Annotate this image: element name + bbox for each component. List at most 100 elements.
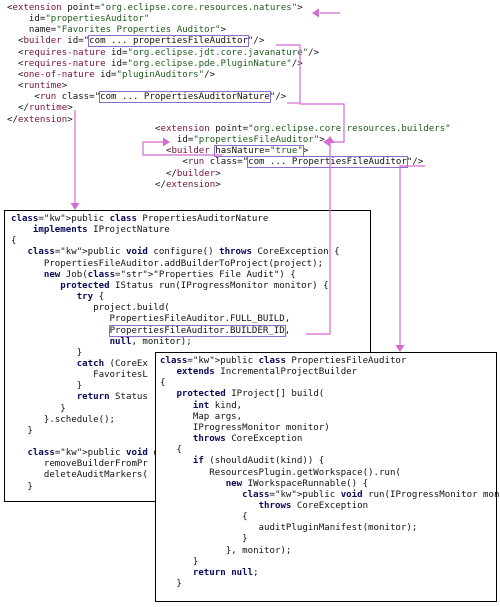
code-text: "/>: [406, 157, 424, 168]
nature-class-line: try {: [11, 292, 104, 303]
code-text: }: [160, 534, 248, 545]
nature-class-line: return Status: [11, 392, 148, 403]
code-text: PropertiesFileAuditor.addBuilderToProjec…: [11, 258, 324, 269]
auditor-class-line: }: [160, 557, 198, 568]
nature-class-line: new Job(class="str">"Properties File Aud…: [11, 270, 296, 281]
code-text: protected IStatus run(IProgressMonitor m…: [60, 280, 329, 291]
code-text: <extension point="org.eclipse.core.resou…: [155, 124, 451, 134]
xml-natures-line: <requires-nature id="org.eclipse.jdt.cor…: [7, 48, 319, 59]
code-text: name="Favorites Properties Auditor">: [7, 25, 227, 36]
highlighted-reference: com ... PropertiesFileAuditor: [247, 156, 408, 169]
code-text: new Job(class="str">"Properties File Aud…: [43, 269, 296, 280]
code-text: PropertiesFileAuditor.FULL_BUILD,: [11, 314, 291, 325]
code-text: new IWorkspaceRunnable() {: [225, 478, 369, 489]
connector-run-auditor: [399, 165, 425, 345]
code-text: catch (CoreEx: [76, 358, 148, 369]
code-text: <requires-nature id="org.eclipse.jdt.cor…: [7, 47, 320, 58]
nature-class-line: null, monitor);: [11, 337, 192, 348]
xml-natures-line: name="Favorites Properties Auditor">: [7, 25, 226, 36]
code-text: }: [11, 403, 66, 414]
code-text: {: [160, 378, 166, 389]
auditor-class-line: throws CoreException: [160, 500, 369, 512]
code-text: "/>: [247, 36, 265, 47]
xml-builders-line: id="propertiesFileAuditor">: [155, 135, 325, 146]
natures-extension-xml: <extension point="org.eclipse.core.resou…: [7, 3, 337, 133]
code-text: </builder>: [155, 168, 221, 179]
nature-class-line: project.build(: [11, 303, 170, 314]
auditor-class-line: }, monitor);: [160, 545, 292, 557]
code-text: <run class=": [7, 92, 101, 103]
code-text: class="kw">public void configure() throw…: [27, 247, 340, 258]
highlighted-reference: com ... PropertiesAuditorNature: [99, 91, 271, 104]
code-text: removeBuilderFromPr: [11, 459, 148, 470]
nature-class-line: deleteAuditMarkers(: [11, 470, 148, 481]
xml-natures-line: <requires-nature id="org.eclipse.pde.Plu…: [7, 59, 303, 70]
auditor-class-line: {: [160, 512, 248, 523]
nature-class-line: protected IStatus run(IProgressMonitor m…: [11, 280, 329, 292]
auditor-class-line: Map args,: [160, 412, 242, 423]
auditor-class-code: class="kw">public class PropertiesFileAu…: [160, 356, 500, 598]
code-text: }, monitor);: [160, 545, 292, 556]
xml-natures-line: id="propertiesAuditor": [7, 14, 149, 25]
code-text: class="kw">public void run(IProgressMoni…: [242, 489, 500, 500]
code-text: try {: [76, 292, 105, 303]
xml-builders-line: </extension>: [155, 180, 221, 191]
code-text: </extension>: [155, 179, 221, 190]
arrowhead-hasnature: [163, 137, 170, 147]
xml-natures-line: <one-of-nature id="pluginAuditors"/>: [7, 70, 215, 81]
nature-class-line: }: [11, 347, 83, 359]
xml-builders-line: <builder hasNature="true">: [155, 145, 309, 158]
xml-natures-line: </extension>: [7, 115, 73, 126]
builders-extension-xml: <extension point="org.eclipse.core.resou…: [155, 124, 495, 194]
code-text: <builder: [155, 146, 210, 157]
code-text: <requires-nature id="org.eclipse.pde.Plu…: [7, 58, 303, 69]
code-text: protected IProject[] build(: [176, 389, 325, 400]
auditor-class-line: new IWorkspaceRunnable() {: [160, 479, 368, 490]
xml-builders-line: </builder>: [155, 169, 221, 180]
code-text: }: [160, 556, 199, 567]
code-text: throws CoreException: [258, 500, 369, 511]
xml-natures-line: <extension point="org.eclipse.core.resou…: [7, 3, 303, 14]
auditor-class-line: extends IncrementalProjectBuilder: [160, 367, 357, 378]
nature-class-line: PropertiesFileAuditor.BUILDER_ID,: [11, 324, 291, 337]
auditor-class-line: }: [160, 534, 248, 545]
code-text: IProgressMonitor monitor): [160, 422, 330, 433]
nature-class-line: }.schedule();: [11, 415, 115, 426]
nature-class-line: removeBuilderFromPr: [11, 459, 148, 470]
arrowhead-run-nature: [70, 203, 80, 210]
auditor-class-line: IProgressMonitor monitor): [160, 423, 330, 434]
code-text: project.build(: [11, 303, 170, 314]
arrowhead-natures-top: [312, 8, 319, 18]
auditor-class-line: int kind,: [160, 401, 242, 412]
code-text: }: [160, 579, 182, 589]
xml-natures-line: <run class="com ... PropertiesAuditorNat…: [7, 91, 286, 104]
nature-class-line: {: [11, 236, 16, 247]
auditor-class-line: }: [160, 579, 182, 590]
nature-class-line: FavoritesL: [11, 370, 148, 381]
auditor-class-line: class="kw">public void run(IProgressMoni…: [160, 490, 500, 501]
auditor-class-line: throws CoreException: [160, 434, 303, 445]
auditor-class-code-box: class="kw">public class PropertiesFileAu…: [155, 352, 500, 602]
code-text: }.schedule();: [11, 414, 116, 425]
arrowhead-run-auditor: [395, 345, 405, 352]
code-text: id="propertiesFileAuditor">: [155, 135, 325, 146]
code-text: ,: [284, 325, 291, 336]
nature-class-line: catch (CoreEx: [11, 359, 148, 370]
code-text: Map args,: [160, 411, 243, 422]
code-text: deleteAuditMarkers(: [11, 470, 148, 481]
code-text: <one-of-nature id="pluginAuditors"/>: [7, 69, 216, 80]
code-text: FavoritesL: [11, 370, 148, 381]
code-text: >: [302, 146, 309, 157]
code-text: </extension>: [7, 114, 73, 125]
code-text: }: [11, 425, 33, 436]
nature-class-line: }: [11, 403, 66, 415]
code-text: {: [160, 512, 248, 523]
nature-class-line: class="kw">public class PropertiesAudito…: [11, 214, 268, 225]
code-text: <extension point="org.eclipse.core.resou…: [7, 3, 303, 13]
code-text: }: [11, 347, 83, 358]
connector-builder-id-ref: [306, 148, 331, 335]
highlighted-reference: PropertiesFileAuditor.BUILDER_ID: [108, 324, 286, 337]
auditor-class-line: {: [160, 445, 181, 456]
arrowhead-builder-id-ref: [325, 136, 335, 143]
